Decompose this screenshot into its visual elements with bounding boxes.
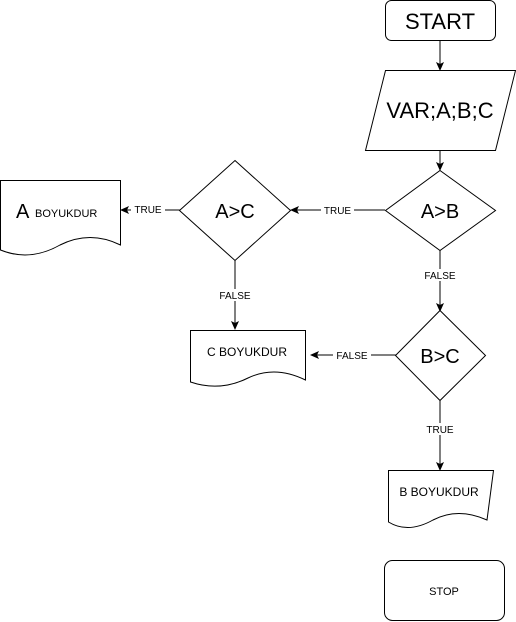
svg-text:FALSE: FALSE [219,291,250,302]
svg-text:A>C: A>C [215,201,254,223]
svg-text:A>B: A>B [421,201,459,223]
svg-text:FALSE: FALSE [336,351,367,362]
svg-text:STOP: STOP [429,586,459,598]
label-ab-false: FALSE [421,269,459,282]
label-bc-true: TRUE [423,423,457,436]
svg-text:TRUE: TRUE [134,205,162,216]
node-output-a-boyukdur[interactable]: A BOYUKDUR [0,180,121,256]
node-start[interactable]: START [385,0,496,41]
svg-text:TRUE: TRUE [426,425,454,436]
svg-text:TRUE: TRUE [324,206,352,217]
label-ab-true: TRUE [321,204,354,217]
node-stop[interactable]: STOP [384,560,505,621]
node-output-b-boyukdur[interactable]: B BOYUKDUR [388,470,495,528]
node-input-parallelogram[interactable]: VAR;A;B;C [364,70,516,151]
label-ac-false: FALSE [216,289,254,302]
svg-text:VAR;A;B;C: VAR;A;B;C [386,98,493,123]
node-decision-b-gt-c[interactable]: B>C [394,309,487,402]
svg-text:B>C: B>C [420,346,459,368]
label-ac-true: TRUE [131,203,165,216]
svg-text:FALSE: FALSE [424,271,455,282]
svg-text:START: START [405,9,475,34]
svg-text:BOYUKDUR: BOYUKDUR [35,208,97,220]
svg-text:C BOYUKDUR: C BOYUKDUR [207,345,287,359]
node-decision-a-gt-c[interactable]: A>C [178,159,292,262]
svg-text:A: A [16,201,30,223]
node-decision-a-gt-b[interactable]: A>B [384,169,497,252]
label-bc-false: FALSE [333,349,371,362]
node-output-c-boyukdur[interactable]: C BOYUKDUR [190,330,306,387]
svg-text:B BOYUKDUR: B BOYUKDUR [399,485,479,499]
